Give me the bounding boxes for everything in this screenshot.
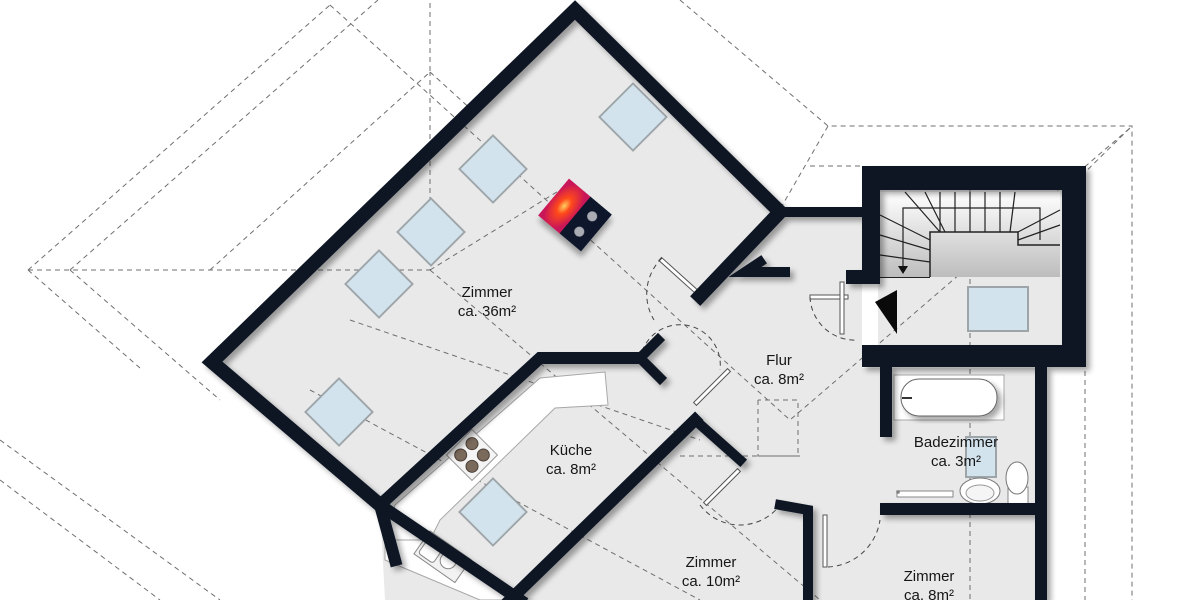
- bathtub-icon: [893, 374, 1005, 421]
- room-name: Zimmer: [461, 284, 513, 301]
- toilet-icon: [1005, 461, 1029, 506]
- direction-arrow-icon: [875, 290, 897, 334]
- room-name: Küche: [549, 442, 593, 459]
- room-area: ca. 36m²: [457, 303, 517, 320]
- staircase-icon: [879, 191, 1061, 278]
- roof-windows: [304, 82, 1029, 547]
- doors: [639, 256, 900, 568]
- room-name: Zimmer: [685, 554, 737, 571]
- room-label-living: Zimmer ca. 36m²: [458, 283, 516, 321]
- room-name: Badezimmer: [913, 434, 999, 451]
- room-area: ca. 8m²: [545, 461, 597, 478]
- room-area: ca. 8m²: [753, 371, 805, 388]
- room-label-room10: Zimmer ca. 10m²: [682, 553, 740, 591]
- stove-icon: [445, 428, 499, 482]
- fireplace-icon: [538, 178, 612, 252]
- room-label-kitchen: Küche ca. 8m²: [546, 441, 596, 479]
- room-name: Flur: [766, 352, 792, 369]
- room-label-room8: Zimmer ca. 8m²: [904, 567, 955, 605]
- room-name: Zimmer: [903, 568, 955, 585]
- room-label-bath: Badezimmer ca. 3m²: [914, 433, 998, 471]
- room-label-hall: Flur ca. 8m²: [754, 351, 804, 389]
- room-area: ca. 3m²: [930, 453, 982, 470]
- walls: [201, 0, 1086, 600]
- room-area: ca. 8m²: [903, 587, 955, 604]
- washbasin-icon: [896, 477, 1001, 505]
- room-area: ca. 10m²: [681, 573, 741, 590]
- stair-direction-arrow-icon: [898, 266, 908, 274]
